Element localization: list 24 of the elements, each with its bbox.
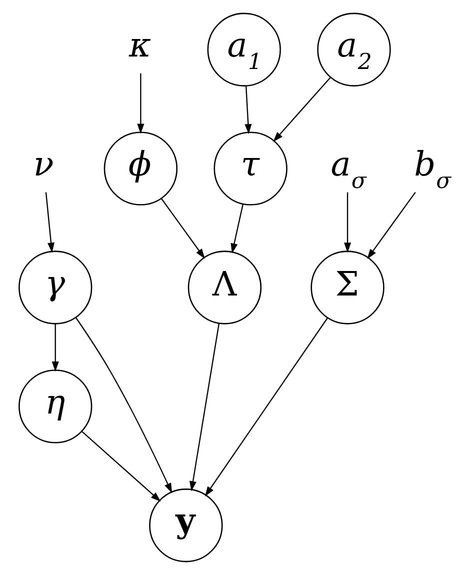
arrow	[244, 86, 252, 134]
arrow	[367, 192, 416, 260]
arrow	[273, 76, 331, 142]
arrow	[45, 192, 55, 253]
arrow	[75, 317, 172, 494]
arrow	[230, 204, 244, 254]
arrow	[81, 430, 161, 502]
node-text: κ	[129, 25, 152, 64]
arrow	[189, 323, 220, 492]
arrow	[161, 198, 205, 259]
node-text: ν	[33, 144, 54, 184]
arrow	[137, 73, 144, 134]
node-text: a$_{σ}$	[330, 144, 366, 194]
node-text: b$_{σ}$	[414, 144, 452, 194]
arrow	[204, 318, 328, 497]
arrow	[52, 324, 59, 372]
arrow	[344, 192, 352, 253]
node-circle: Λ	[188, 250, 262, 324]
node-circle: Σ	[310, 250, 384, 324]
node-circle: a$_{1}$	[207, 12, 281, 86]
node-circle: γ	[18, 250, 92, 324]
node-circle: a$_{2}$	[317, 12, 391, 86]
node-circle: ϕ	[104, 132, 178, 206]
node-circle: η	[18, 370, 92, 444]
